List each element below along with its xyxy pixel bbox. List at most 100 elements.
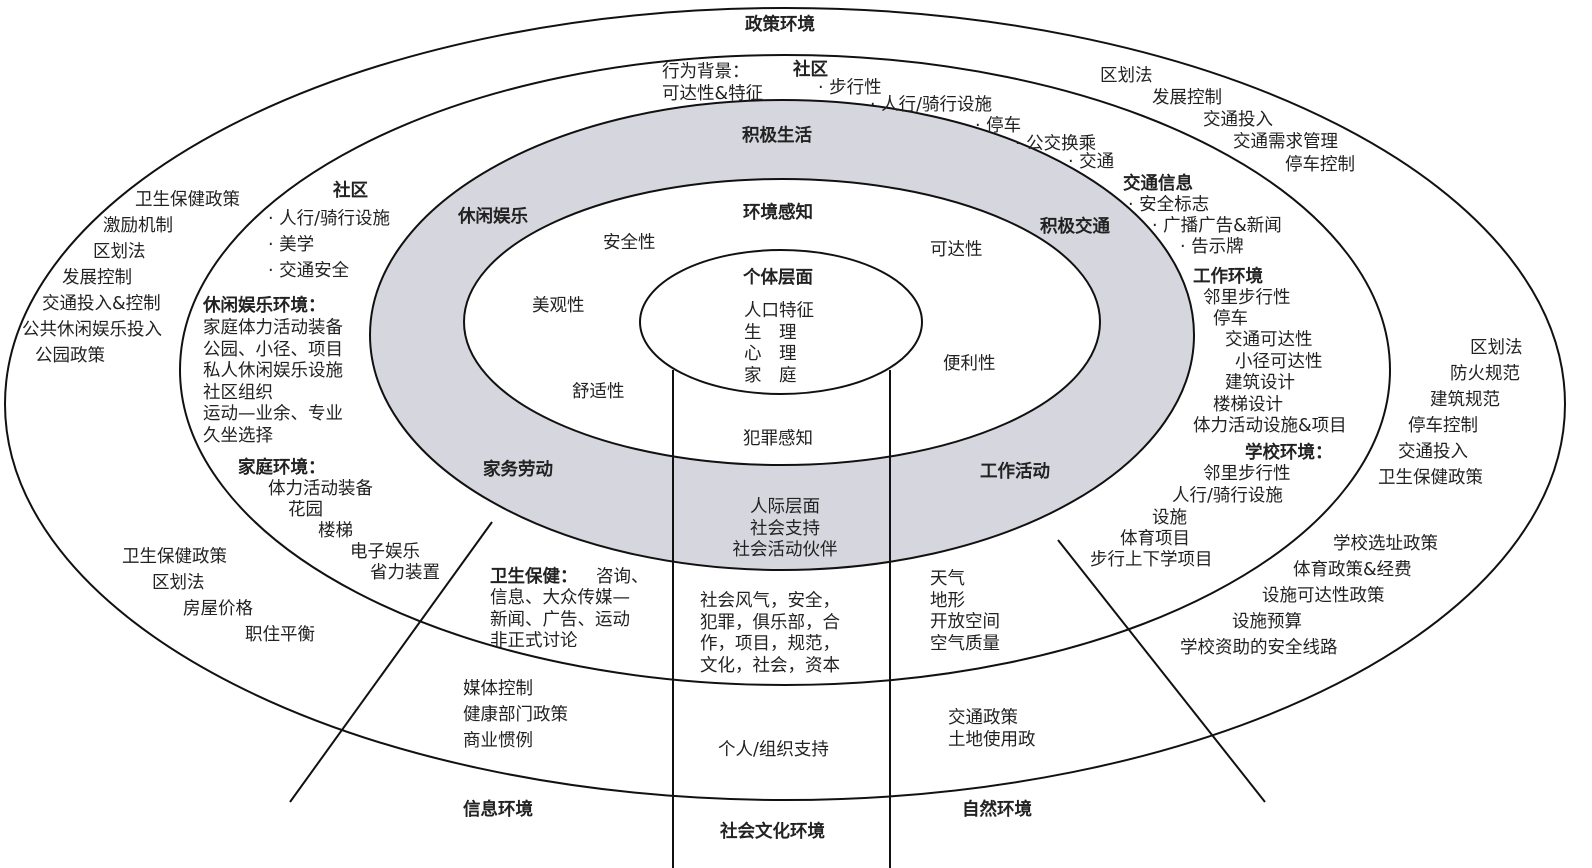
label-line: 个体层面	[743, 268, 813, 288]
label-community-top-title: 社区	[793, 60, 828, 82]
label-line: 建筑设计	[1225, 373, 1295, 393]
label-line: 心 理	[744, 344, 797, 364]
label-line: 积极生活	[742, 126, 812, 146]
label-home-env-1: 体力活动装备	[268, 479, 373, 501]
label-work-activity: 工作活动	[980, 462, 1050, 484]
label-line: 花园	[288, 500, 323, 520]
label-rec-env-title: 休闲娱乐环境：	[203, 296, 326, 318]
label-line: 家庭体力活动装备	[203, 318, 343, 338]
label-interpersonal: 人际层面社会支持社会活动伙伴	[635, 497, 935, 562]
label-line: 交通投入&控制	[42, 294, 161, 314]
label-active-transport: 积极交通	[1040, 217, 1110, 239]
label-line: 交通可达性	[1225, 330, 1313, 350]
label-line: 停车控制	[1285, 155, 1355, 175]
label-line: 步行上下学项目	[1090, 550, 1213, 570]
label-line: 生 理	[744, 322, 797, 343]
label-line: 交通投入	[1398, 442, 1468, 462]
label-line: 休闲娱乐	[458, 207, 528, 227]
label-policy-right-top-3: 交通投入	[1203, 110, 1273, 132]
label-line: 作，项目，规范，	[700, 634, 840, 654]
divider-info	[289, 521, 493, 803]
label-line: 个人/组织支持	[718, 740, 829, 760]
label-school-policy-5: 学校资助的安全线路	[1180, 638, 1338, 660]
label-line: 自然环境	[962, 800, 1032, 820]
label-policy-right-4: 停车控制	[1408, 416, 1478, 438]
label-home-env-5: 省力装置	[370, 563, 440, 585]
label-line: 设施可达性政策	[1262, 586, 1385, 606]
label-active-living: 积极生活	[742, 126, 812, 148]
label-line: 环境感知	[743, 203, 813, 223]
label-line: 房屋价格	[183, 599, 253, 619]
label-line: 私人休闲娱乐设施	[203, 361, 343, 381]
label-individual-items: 人口特征生 理心 理家 庭	[744, 301, 814, 387]
label-work-env-3: 交通可达性	[1225, 330, 1313, 352]
label-line: 防火规范	[1450, 364, 1520, 384]
label-community-left-title: 社区	[333, 181, 368, 203]
label-line: 安全性	[603, 233, 656, 253]
label-health-first: 咨询、	[596, 567, 649, 589]
label-line: 可达性	[930, 240, 983, 260]
label-line: 空气质量	[930, 633, 1000, 654]
label-traffic-info-3: · 告示牌	[1180, 237, 1244, 259]
label-policy-title: 政策环境	[745, 15, 815, 37]
label-line: 可达性&特征	[662, 83, 764, 104]
label-line: 区划法	[1470, 338, 1523, 358]
label-policy-right-6: 卫生保健政策	[1378, 468, 1483, 490]
label-line: 设施预算	[1232, 612, 1302, 632]
label-line: 体力活动装备	[268, 479, 373, 499]
label-line: 犯罪感知	[743, 429, 813, 449]
label-home-env-2: 花园	[288, 500, 323, 522]
label-line: 信息环境	[463, 800, 533, 820]
label-line: 舒适性	[572, 382, 625, 402]
label-school-env-2: 人行/骑行设施	[1172, 486, 1283, 508]
label-line: 开放空间	[930, 612, 1000, 632]
label-line: 社会活动伙伴	[732, 540, 838, 560]
label-line: 小径可达性	[1235, 352, 1323, 372]
label-line: 家务劳动	[483, 460, 553, 480]
label-policy-left-low-4: 职住平衡	[245, 625, 315, 647]
label-line: 楼梯	[318, 521, 353, 541]
label-line: 职住平衡	[245, 625, 315, 645]
label-line: 省力装置	[370, 563, 440, 583]
label-line: 家 庭	[744, 365, 797, 386]
label-policy-right-5: 交通投入	[1398, 442, 1468, 464]
label-community-top-1: · 步行性	[818, 78, 882, 100]
label-line: 学校资助的安全线路	[1180, 638, 1338, 658]
label-line: 公共休闲娱乐投入	[22, 320, 162, 340]
label-safety: 安全性	[603, 233, 656, 255]
label-policy-right-top-2: 发展控制	[1152, 88, 1222, 110]
label-home-env-title: 家庭环境：	[238, 458, 326, 480]
label-line: 工作环境	[1193, 267, 1263, 287]
label-line: 人行/骑行设施	[1172, 486, 1283, 506]
label-line: 社区	[793, 60, 828, 80]
label-community-top-2: · 人行/骑行设施	[870, 95, 992, 117]
label-health-items: 信息、大众传媒—新闻、广告、运动非正式讨论	[490, 588, 630, 653]
label-policy-left-5: 交通投入&控制	[42, 294, 161, 316]
label-work-env-5: 建筑设计	[1225, 373, 1295, 395]
label-aesthetics: 美观性	[532, 296, 585, 318]
label-policy-left-low-2: 区划法	[152, 573, 205, 595]
label-work-env-title: 工作环境	[1193, 267, 1263, 289]
label-policy-right-top-5: 停车控制	[1285, 155, 1355, 177]
policy-environment-ellipse	[4, 7, 1566, 801]
label-natural-items: 天气地形开放空间空气质量	[930, 569, 1000, 655]
label-line: 非正式讨论	[490, 631, 578, 651]
label-line: 休闲娱乐环境：	[203, 296, 326, 316]
label-line: · 安全标志	[1128, 195, 1210, 215]
behavior-settings-ellipse	[179, 54, 1391, 686]
label-work-env-7: 体力活动设施&项目	[1193, 416, 1347, 438]
label-recreation: 休闲娱乐	[458, 207, 528, 229]
label-line: 激励机制	[103, 216, 173, 236]
label-traffic-info-title: 交通信息	[1123, 174, 1193, 196]
label-line: 公园政策	[35, 346, 105, 366]
label-line: 社区	[333, 181, 368, 201]
label-line: 邻里步行性	[1203, 288, 1291, 308]
label-perception-title: 环境感知	[743, 203, 813, 225]
label-line: 土地使用政	[948, 729, 1036, 750]
label-line: 家庭环境：	[238, 458, 326, 478]
label-line: 卫生保健政策	[122, 547, 227, 567]
label-line: 停车控制	[1408, 416, 1478, 436]
label-line: 地形	[930, 590, 965, 611]
label-line: 体育项目	[1120, 529, 1190, 549]
